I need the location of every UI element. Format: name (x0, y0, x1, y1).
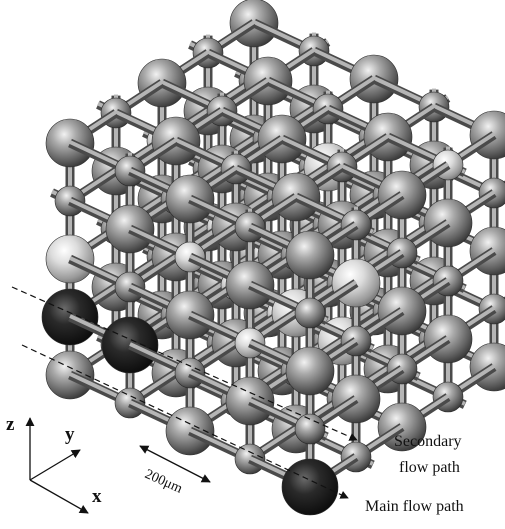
lattice-structure (41, 0, 505, 516)
main-path-label: Main flow path (365, 498, 464, 515)
z-axis-label: z (6, 414, 15, 435)
scale-bar-label: 200μm (142, 467, 184, 497)
y-axis-label: y (65, 424, 75, 445)
scale-bar-arrow (139, 445, 211, 483)
lattice-node (285, 346, 335, 396)
secondary-flow-line (11, 286, 358, 441)
flow-path-lines (11, 286, 358, 499)
lattice-node-dark (281, 458, 339, 516)
lattice-node (294, 297, 326, 329)
x-axis-label: x (92, 486, 102, 507)
y-axis-arrow (29, 449, 81, 481)
x-axis-arrow (29, 479, 89, 514)
axis-triad: z y x (6, 414, 102, 514)
main-flow-line (21, 344, 349, 499)
scale-bar: 200μm (139, 445, 211, 497)
secondary-path-label-line1: Secondary (394, 433, 462, 450)
secondary-path-label-line2: flow path (399, 459, 460, 476)
lattice-node (294, 413, 326, 445)
lattice-node (285, 230, 335, 280)
